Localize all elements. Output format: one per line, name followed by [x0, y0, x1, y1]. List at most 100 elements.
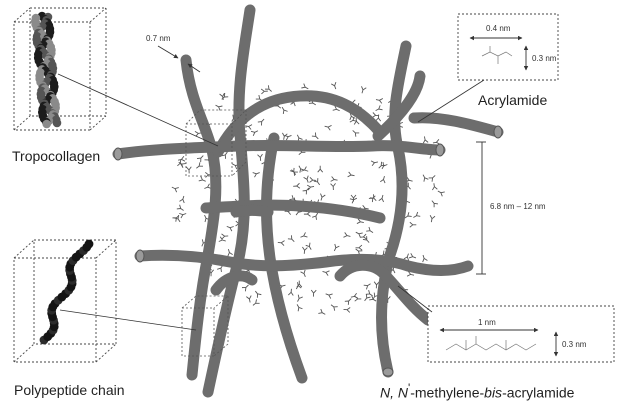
acrylamide-glyph [360, 86, 367, 94]
acrylamide-glyph [374, 105, 382, 112]
acrylamide-glyph [179, 195, 186, 203]
acrylamide-glyph [280, 106, 288, 114]
acrylamide-glyph [251, 299, 259, 307]
acrylamide-glyph [203, 184, 211, 191]
acrylamide-glyph [297, 165, 305, 173]
helix-residue [42, 120, 51, 129]
chain-residue [85, 240, 94, 249]
fiber-vertical-left [186, 60, 216, 375]
acrylamide-glyph [214, 103, 222, 110]
mesh-size-bracket [476, 142, 486, 274]
acrylamide-label: Acrylamide [478, 92, 547, 108]
acrylamide-height-label: 0.3 nm [532, 54, 556, 63]
acrylamide-glyph [380, 175, 387, 183]
crosslinker-inset-box [428, 306, 614, 362]
acrylamide-glyph [354, 247, 362, 255]
acrylamide-glyph [409, 253, 417, 260]
crosslinker-length-label: 1 nm [478, 318, 496, 327]
acrylamide-glyph [186, 167, 191, 174]
fiber-short-segment [236, 211, 268, 213]
crosslinker-height-label: 0.3 nm [562, 340, 586, 349]
acrylamide-glyph [422, 136, 428, 143]
acrylamide-glyph [429, 215, 435, 222]
acrylamide-glyph [301, 270, 308, 278]
fiber-horizontal-upper [118, 145, 440, 154]
acrylamide-glyph [226, 248, 233, 256]
acrylamide-glyph [412, 212, 420, 220]
acrylamide-glyph [312, 133, 320, 141]
acrylamide-glyph [360, 234, 367, 240]
acrylamide-glyph [199, 176, 207, 183]
acrylamide-glyph [174, 215, 182, 223]
polypeptide-inset-box [14, 240, 116, 362]
acrylamide-glyph [431, 183, 437, 190]
acrylamide-glyph [197, 154, 205, 162]
acrylamide-glyph [325, 291, 333, 298]
acrylamide-glyph [295, 303, 303, 311]
acrylamide-glyph [171, 185, 179, 192]
polypeptide-chain [40, 240, 94, 345]
acrylamide-glyph [366, 227, 374, 235]
acrylamide-glyph [437, 189, 445, 197]
acrylamide-glyph [258, 154, 264, 161]
acrylamide-glyph [288, 289, 294, 296]
acrylamide-glyph [222, 233, 229, 238]
acrylamide-glyph [421, 254, 428, 262]
acrylamide-glyph [364, 282, 372, 290]
acrylamide-glyph [318, 309, 326, 317]
acrylamide-glyph [306, 243, 314, 251]
acrylamide-glyph [363, 294, 371, 302]
polypeptide-pointer [60, 310, 196, 330]
acrylamide-glyph [410, 222, 417, 227]
fiber-width-indicator [158, 46, 200, 72]
acrylamide-glyph [303, 186, 311, 194]
acrylamide-glyph [351, 129, 359, 137]
fiber-upper-right [414, 118, 498, 132]
acrylamide-glyph [300, 167, 308, 174]
acrylamide-glyph [311, 290, 316, 297]
acrylamide-glyph [285, 133, 293, 140]
acrylamide-glyph [343, 232, 351, 238]
acrylamide-glyph [371, 160, 378, 166]
acrylamide-glyph [331, 82, 338, 90]
acrylamide-glyph [345, 297, 353, 305]
fiber-vertical-right [381, 46, 406, 372]
acrylamide-glyph [301, 84, 309, 91]
acrylamide-length-label: 0.4 nm [486, 24, 510, 33]
acrylamide-glyph [253, 290, 261, 298]
acrylamide-glyph [300, 232, 308, 239]
tropocollagen-label: Tropocollagen [12, 148, 100, 164]
acrylamide-glyph [319, 194, 326, 202]
acrylamide-glyph [195, 162, 203, 170]
acrylamide-glyph [288, 235, 296, 243]
acrylamide-glyph [278, 240, 285, 246]
acrylamide-glyph [253, 170, 261, 177]
acrylamide-glyph [330, 303, 338, 311]
tropocollagen-inset-box [14, 8, 106, 130]
acrylamide-glyph [295, 295, 302, 303]
acrylamide-glyph [265, 85, 273, 93]
acrylamide-glyph [377, 162, 385, 170]
acrylamide-glyph [226, 224, 234, 231]
acrylamide-glyph [302, 247, 308, 254]
acrylamide-glyph [293, 183, 300, 189]
acrylamide-glyph [429, 174, 437, 182]
acrylamide-glyph [324, 124, 332, 131]
fiber-width-label: 0.7 nm [146, 34, 170, 43]
crosslinker-label: N, N'-methylene-bis-acrylamide [380, 382, 574, 401]
acrylamide-glyph [251, 129, 259, 136]
acrylamide-glyph [246, 296, 252, 303]
acrylamide-glyph [318, 166, 323, 173]
acrylamide-glyph [331, 176, 338, 182]
acrylamide-glyph [350, 293, 358, 299]
acrylamide-glyph [314, 178, 322, 186]
acrylamide-glyph [343, 307, 350, 313]
acrylamide-glyph [430, 199, 438, 207]
acrylamide-glyph [177, 205, 185, 213]
acrylamide-glyph [179, 211, 187, 218]
acrylamide-glyph [375, 97, 382, 103]
polypeptide-chain-label: Polypeptide chain [14, 382, 125, 398]
acrylamide-glyph [322, 269, 330, 276]
acrylamide-glyph [332, 244, 339, 252]
